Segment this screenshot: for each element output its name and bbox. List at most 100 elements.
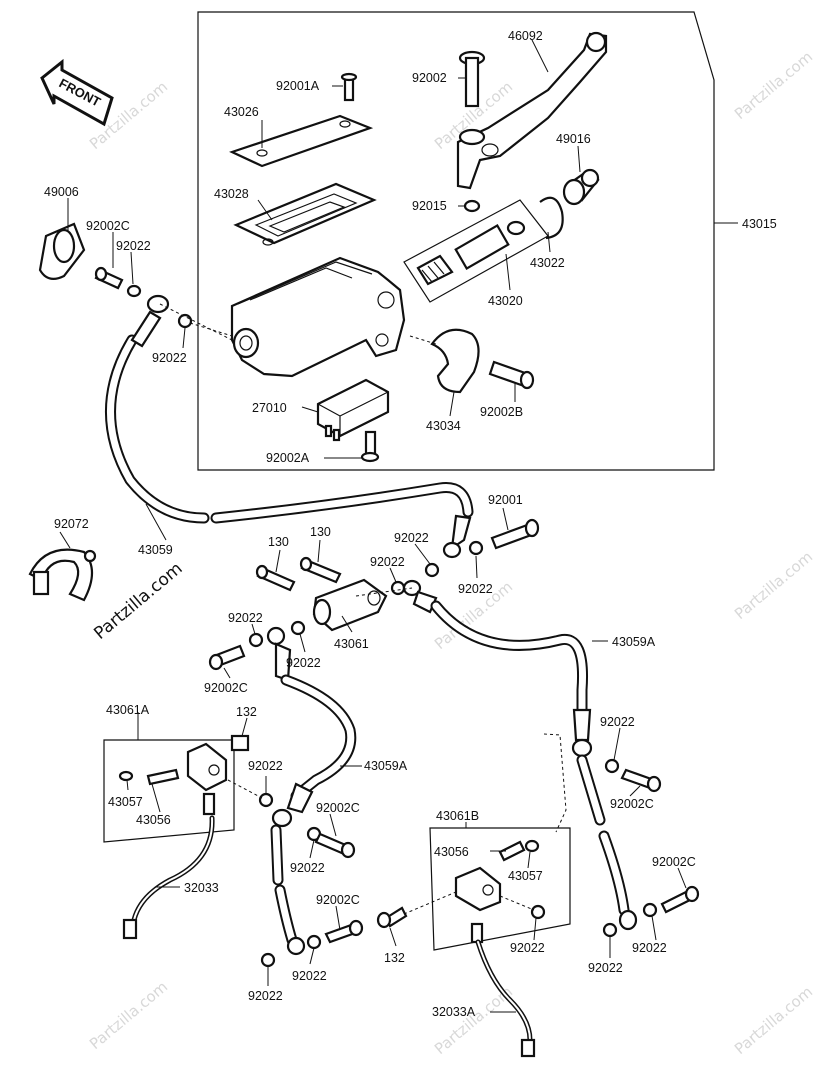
clamp-43034 — [430, 328, 480, 394]
brake-joint-43061B-group — [429, 827, 571, 951]
label-43059A-right: 43059A — [612, 635, 656, 649]
bolt-92001 — [490, 518, 540, 550]
label-49006: 49006 — [44, 185, 79, 199]
watermark-6: Partzilla.com — [86, 978, 171, 1053]
washer-92022-mid-d — [290, 620, 306, 636]
label-43061: 43061 — [334, 637, 369, 651]
label-92022-b-a: 92022 — [510, 941, 545, 955]
bolt-130-b — [299, 556, 342, 584]
label-92015: 92015 — [412, 199, 447, 213]
label-43020: 43020 — [488, 294, 523, 308]
brake-hose-43059A-right — [402, 579, 638, 931]
label-92022-top-b: 92022 — [152, 351, 187, 365]
bolt-92002C-left-a — [314, 832, 356, 859]
diaphragm-43028 — [233, 182, 377, 246]
washer-92022-top-a — [126, 284, 142, 298]
bolt-132-a — [230, 734, 250, 752]
label-43022: 43022 — [530, 256, 565, 270]
washer-92022-mid-b — [468, 540, 484, 556]
washer-92022-top-b — [177, 313, 193, 329]
brake-joint-43061 — [312, 578, 388, 632]
hose-clamp-92072 — [28, 548, 97, 602]
label-46092: 46092 — [508, 29, 543, 43]
brake-hose-43059 — [105, 294, 474, 559]
watermark-8: Partzilla.com — [731, 983, 816, 1058]
label-92022-mid-e: 92022 — [228, 611, 263, 625]
label-92022-mid-d: 92022 — [286, 656, 321, 670]
label-43056-b: 43056 — [434, 845, 469, 859]
label-132-a: 132 — [236, 705, 257, 719]
label-92072: 92072 — [54, 517, 89, 531]
master-cylinder-body — [230, 256, 406, 378]
label-130-a: 130 — [268, 535, 289, 549]
washer-92022-left-d — [260, 952, 276, 968]
label-92002C-right-a: 92002C — [610, 797, 654, 811]
washer-92022-left-a — [258, 792, 274, 808]
assembly-outline-43015 — [197, 11, 715, 471]
label-27010: 27010 — [252, 401, 287, 415]
front-arrow-icon: FRONT — [40, 58, 114, 127]
label-92002B: 92002B — [480, 405, 523, 419]
label-92001A: 92001A — [276, 79, 320, 93]
label-92022-top-a: 92022 — [116, 239, 151, 253]
label-43056-a: 43056 — [136, 813, 171, 827]
label-92022-right-c: 92022 — [632, 941, 667, 955]
bolt-132-b — [376, 906, 408, 929]
label-132-b: 132 — [384, 951, 405, 965]
label-130-b: 130 — [310, 525, 331, 539]
label-43034: 43034 — [426, 419, 461, 433]
washer-92022-left-c — [306, 934, 322, 950]
leader-lines — [59, 39, 687, 1013]
watermark-9: Partzilla.com — [90, 559, 186, 644]
brake-lever-46092 — [456, 31, 608, 190]
washer-92022-right-a — [604, 758, 620, 774]
screw-92001A — [340, 72, 358, 102]
label-92002: 92002 — [412, 71, 447, 85]
label-92001: 92001 — [488, 493, 523, 507]
label-43059: 43059 — [138, 543, 173, 557]
bolt-92002C-mid — [208, 644, 246, 671]
label-92022-left-c: 92022 — [292, 969, 327, 983]
label-92002C-mid: 92002C — [204, 681, 248, 695]
label-32033A: 32033A — [432, 1005, 476, 1019]
label-92002C-left-a: 92002C — [316, 801, 360, 815]
bolt-92002B — [488, 360, 535, 390]
pivot-bolt-92002 — [458, 50, 486, 108]
label-92022-mid-c: 92022 — [370, 555, 405, 569]
label-43061A: 43061A — [106, 703, 150, 717]
brake-switch-27010 — [316, 378, 390, 442]
watermark-5: Partzilla.com — [731, 548, 816, 623]
label-92022-mid-b: 92022 — [458, 582, 493, 596]
label-92022-left-d: 92022 — [248, 989, 283, 1003]
label-43028: 43028 — [214, 187, 249, 201]
washer-92022-right-b — [602, 922, 618, 938]
label-92022-left-b: 92022 — [290, 861, 325, 875]
brake-joint-43061A-group — [103, 739, 235, 843]
bolt-92002C-left-b — [324, 919, 364, 944]
label-43015: 43015 — [742, 217, 777, 231]
label-92022-left-a: 92022 — [248, 759, 283, 773]
label-43057-b: 43057 — [508, 869, 543, 883]
brake-pipe-32033A — [475, 939, 536, 1058]
reservoir-cap-43026 — [229, 114, 374, 168]
label-92022-right-a: 92022 — [600, 715, 635, 729]
label-43026: 43026 — [224, 105, 259, 119]
nut-92015 — [463, 199, 481, 213]
label-43059A-left: 43059A — [364, 759, 408, 773]
washer-92022-mid-c — [390, 580, 406, 596]
washer-92022-mid-e — [248, 632, 264, 648]
label-92022-right-b: 92022 — [588, 961, 623, 975]
bolt-92002C-right-a — [620, 768, 662, 793]
cover-49006 — [38, 222, 86, 281]
brake-hose-43059A-left — [266, 626, 357, 956]
label-92002C-left-b: 92002C — [316, 893, 360, 907]
washer-92022-right-c — [642, 902, 658, 918]
label-92002C-right-b: 92002C — [652, 855, 696, 869]
washer-92022-b-a — [530, 904, 546, 920]
watermark-3: Partzilla.com — [731, 48, 816, 123]
screw-92002A — [360, 430, 380, 463]
piston-kit-43020 — [403, 199, 549, 303]
label-92002C-top: 92002C — [86, 219, 130, 233]
label-43057-a: 43057 — [108, 795, 143, 809]
